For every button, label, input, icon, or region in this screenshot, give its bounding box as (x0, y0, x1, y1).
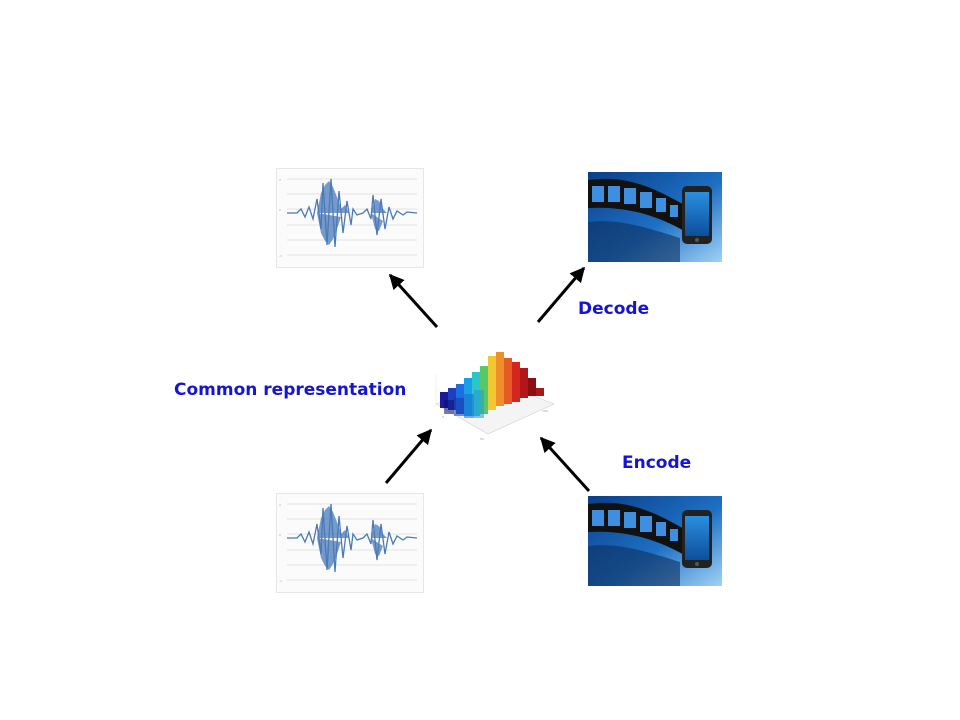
arrow-to-waveform-top (388, 273, 439, 329)
svg-text:0: 0 (442, 415, 444, 419)
svg-text:2: 2 (279, 503, 281, 507)
svg-text:100: 100 (542, 409, 548, 413)
encode-label: Encode (622, 453, 692, 473)
arrow-from-waveform-bottom (384, 428, 433, 484)
smartphone-film-image-top (588, 172, 722, 262)
common-representation-label: Common representation (174, 380, 407, 400)
waveform-top-image: 2 0 -2 (276, 168, 424, 268)
arrow-from-media-bottom (539, 436, 591, 493)
svg-text:2: 2 (279, 178, 281, 182)
svg-text:0: 0 (279, 208, 281, 212)
arrow-to-media-top (536, 266, 586, 323)
svg-text:-2: -2 (279, 579, 282, 583)
spectrogram-3d-image: 0 50 100 (432, 344, 558, 444)
decode-label: Decode (578, 299, 650, 319)
svg-text:50: 50 (480, 437, 484, 441)
smartphone-film-image-bottom (588, 496, 722, 586)
waveform-bottom-image: 2 0 -2 (276, 493, 424, 593)
svg-text:-2: -2 (279, 254, 282, 258)
svg-text:0: 0 (279, 533, 281, 537)
